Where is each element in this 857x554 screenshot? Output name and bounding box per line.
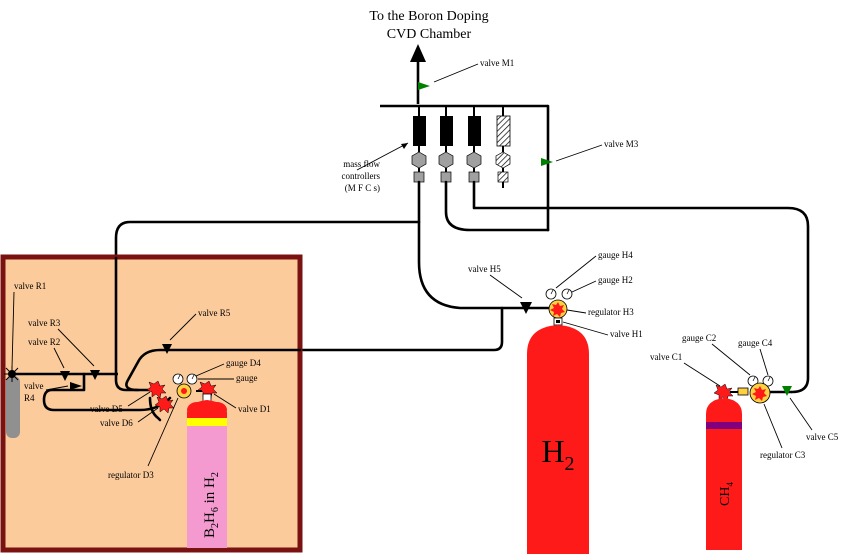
valve-r3[interactable] — [90, 370, 100, 380]
mfc-label-line-1: mass flow — [343, 159, 380, 169]
valve-r4[interactable] — [70, 382, 82, 390]
label-gauge: gauge — [236, 373, 258, 383]
b2h6-regulator-cluster — [172, 373, 198, 399]
valve-r1[interactable] — [4, 366, 20, 382]
b2h6-cylinder — [187, 400, 227, 548]
label-regulator-d3: regulator D3 — [108, 470, 154, 480]
label-valve-c5: valve C5 — [806, 432, 839, 442]
label-valve-r2: valve R2 — [28, 337, 60, 347]
mfc-label-line-2: controllers — [342, 171, 381, 181]
valve-d5-star[interactable] — [146, 380, 167, 399]
title-line-2: CVD Chamber — [387, 27, 472, 42]
label-valve-h1: valve H1 — [610, 329, 643, 339]
valve-d6-star[interactable] — [154, 395, 175, 414]
label-valve-d5: valve D5 — [90, 404, 123, 414]
label-regulator-c3: regulator C3 — [760, 450, 806, 460]
label-valve-m1: valve M1 — [480, 58, 514, 68]
mfc-leader — [356, 142, 409, 171]
valve-r5[interactable] — [162, 344, 172, 354]
label-valve-h5: valve H5 — [468, 264, 501, 274]
valve-m3[interactable] — [541, 158, 553, 166]
h2-cylinder-label: H2 — [541, 433, 574, 475]
b2h6-cylinder-label: B2H6 in H2 — [202, 472, 221, 538]
label-gauge-d4: gauge D4 — [226, 358, 261, 368]
label-gauge-c4: gauge C4 — [738, 338, 773, 348]
label-valve-m3: valve M3 — [604, 139, 639, 149]
title-line-1: To the Boron Doping — [369, 9, 488, 24]
label-valve-c1: valve C1 — [650, 352, 682, 362]
label-valve-d1: valve D1 — [238, 404, 271, 414]
mfc-manifold — [380, 104, 550, 232]
label-valve-r3: valve R3 — [28, 318, 61, 328]
mfc-3 — [466, 106, 482, 183]
h2-regulator-cluster — [545, 288, 573, 326]
ch4-cylinder — [706, 398, 742, 550]
label-valve-r1: valve R1 — [14, 281, 46, 291]
outlet-arrow — [410, 44, 426, 104]
label-valve-r4-line-1: valve — [24, 381, 44, 391]
valve-m1[interactable] — [418, 82, 430, 90]
label-valve-d6: valve D6 — [100, 418, 133, 428]
mfc-1 — [411, 106, 427, 183]
svg-text:B2H6 in H2: B2H6 in H2 — [202, 472, 221, 538]
label-gauge-h2: gauge H2 — [598, 275, 633, 285]
label-regulator-h3: regulator H3 — [588, 307, 634, 317]
label-gauge-c2: gauge C2 — [682, 333, 716, 343]
label-valve-r4-line-2: R4 — [24, 393, 35, 403]
label-gauge-h4: gauge H4 — [598, 250, 633, 260]
ch4-regulator-cluster — [737, 375, 792, 404]
cabinet-pipes — [14, 256, 302, 422]
purge-cylinder — [6, 376, 20, 438]
mfc-label-line-3: (M F C s) — [345, 183, 380, 193]
svg-text:CH4: CH4 — [718, 482, 735, 506]
valve-c5[interactable] — [782, 386, 792, 396]
valve-r2[interactable] — [60, 371, 70, 381]
label-valve-r5: valve R5 — [198, 308, 231, 318]
mfc-2 — [438, 106, 454, 183]
ch4-cylinder-label: CH4 — [718, 482, 735, 506]
mfc-4 — [495, 106, 511, 188]
h2-cylinder — [527, 325, 589, 554]
valve-c1-star[interactable] — [713, 383, 734, 402]
